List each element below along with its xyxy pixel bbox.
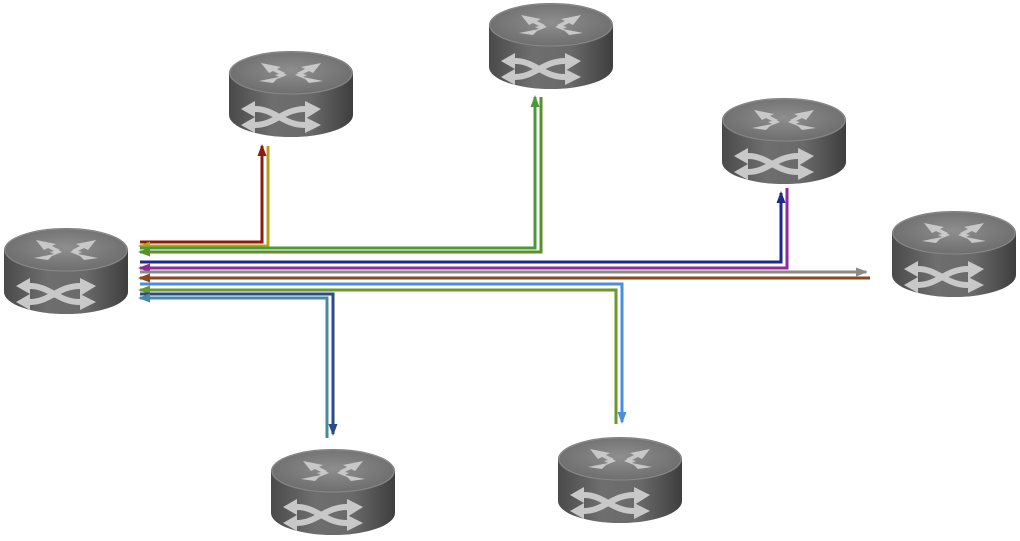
path-router-top-left-to-hub xyxy=(140,146,270,248)
path-router-bottom-left-to-hub xyxy=(140,296,329,438)
arrowhead-router-upper-right-to-hub xyxy=(138,263,150,273)
traffic-paths xyxy=(138,95,870,438)
router-right-icon[interactable] xyxy=(892,211,1016,297)
path-hub-to-router-bottom-right xyxy=(140,282,624,422)
path-hub-to-router-bottom-left xyxy=(140,292,335,434)
arrowhead-hub-to-router-right xyxy=(856,267,868,277)
arrowhead-hub-to-router-upper-right xyxy=(776,191,786,203)
arrowhead-hub-to-router-top-left xyxy=(257,144,267,156)
path-hub-to-router-upper-right xyxy=(140,193,783,264)
arrowhead-router-bottom-right-to-hub xyxy=(138,285,150,295)
path-router-upper-right-to-hub xyxy=(140,188,789,270)
router-bottom-left-icon[interactable] xyxy=(271,449,395,535)
arrowhead-router-top-center-to-hub xyxy=(138,247,150,257)
router-hub-icon[interactable] xyxy=(4,228,128,314)
arrowhead-router-right-to-hub xyxy=(138,273,150,283)
arrowhead-hub-to-router-bottom-left xyxy=(328,424,338,436)
path-router-bottom-right-to-hub xyxy=(140,288,618,424)
router-top-center-icon[interactable] xyxy=(489,3,613,89)
path-hub-to-router-top-center xyxy=(140,97,537,250)
arrowhead-hub-to-router-bottom-right xyxy=(617,412,627,424)
path-router-top-center-to-hub xyxy=(140,97,543,254)
router-top-left-icon[interactable] xyxy=(229,51,353,137)
path-hub-to-router-top-left xyxy=(140,146,264,244)
router-bottom-right-icon[interactable] xyxy=(558,437,682,523)
router-upper-right-icon[interactable] xyxy=(722,98,846,184)
arrowhead-router-bottom-left-to-hub xyxy=(138,293,150,303)
arrowhead-hub-to-router-top-center xyxy=(530,95,540,107)
